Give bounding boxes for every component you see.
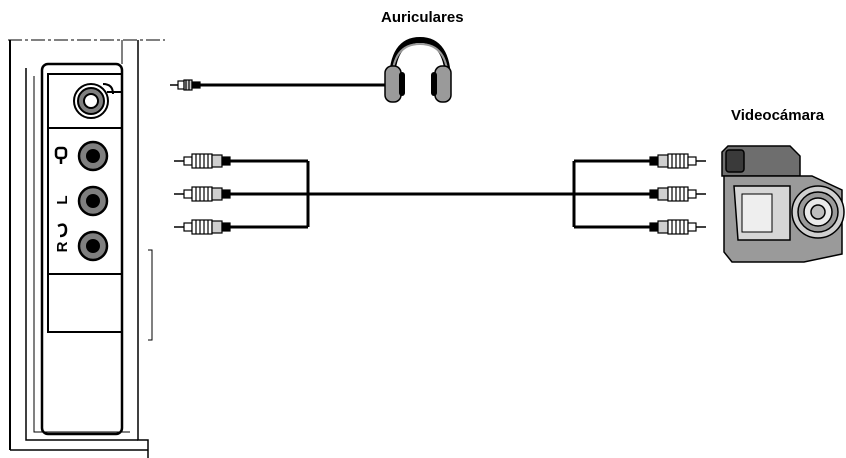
left-rca-plugs: [174, 153, 231, 235]
audio-right-jack: [77, 230, 109, 262]
audio-note-icon: [57, 223, 68, 238]
right-rca-plugs: [649, 153, 706, 235]
camcorder-label: Videocámara: [731, 107, 825, 124]
camcorder-icon: [721, 145, 845, 263]
rca-plug-audio-left-right: [649, 186, 706, 202]
blank-box: [47, 273, 123, 333]
headphone-jack: [73, 83, 109, 119]
headphones-icon: [384, 36, 452, 103]
headphone-plug: [170, 79, 201, 91]
headphone-jack-icon: [102, 83, 121, 95]
av-cable: [230, 159, 650, 229]
tv-side-panel: [8, 39, 165, 458]
rca-plug-video-right: [649, 153, 706, 169]
video-jack: [77, 140, 109, 172]
jack-mark-R: R: [54, 241, 71, 252]
headphones-label: Auriculares: [381, 9, 464, 26]
video-symbol-icon: [54, 146, 68, 164]
rca-plug-audio-left-left: [174, 186, 231, 202]
rca-plug-video-left: [174, 153, 231, 169]
jack-mark-L: L: [54, 195, 71, 204]
audio-left-jack: [77, 185, 109, 217]
rca-plug-audio-right-right: [649, 219, 706, 235]
rca-plug-audio-right-left: [174, 219, 231, 235]
headphone-cable: [170, 79, 392, 91]
